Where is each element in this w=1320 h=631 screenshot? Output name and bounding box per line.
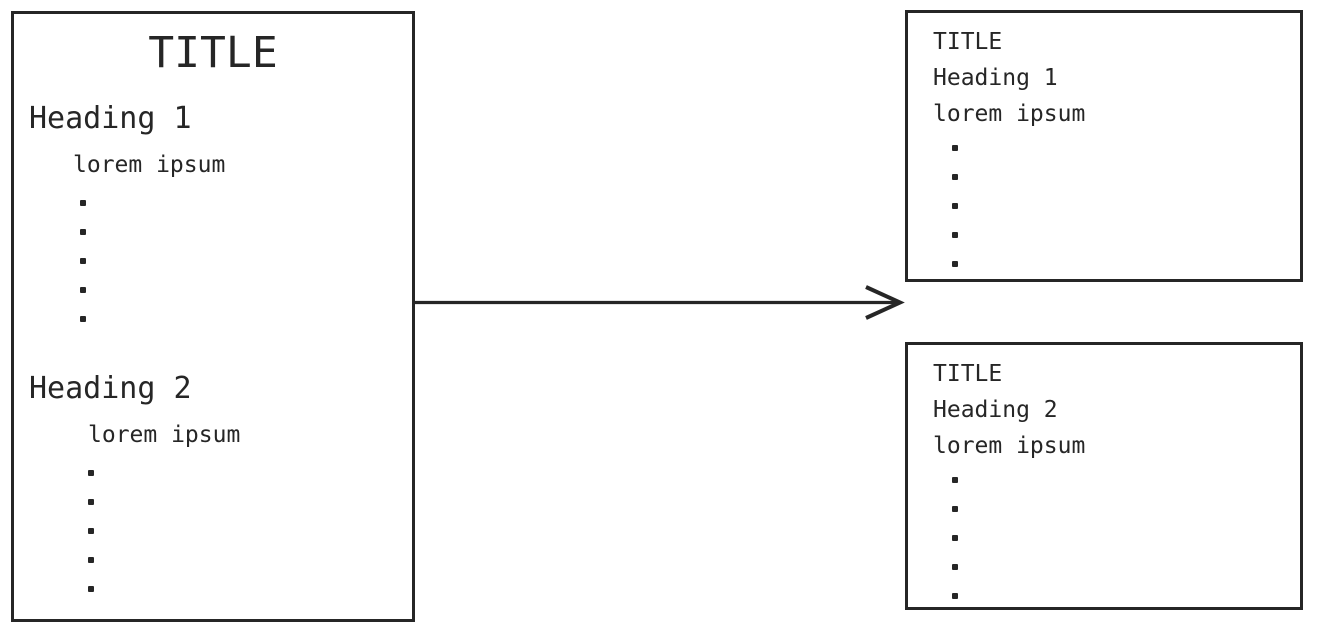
bullet-dot-icon	[952, 174, 958, 180]
arrow-head	[865, 285, 905, 320]
bullet-dot-icon	[80, 316, 86, 322]
chunk-1-line-heading: Heading 1	[933, 65, 1058, 91]
bullet-dot-icon	[952, 203, 958, 209]
bullet-dot-icon	[952, 506, 958, 512]
source-bullet-list-2	[88, 470, 94, 615]
source-heading-1: Heading 1	[29, 101, 192, 136]
chunk-1-line-title: TITLE	[933, 29, 1003, 55]
source-body-2: lorem ipsum	[88, 422, 241, 448]
source-document-box: TITLE Heading 1 lorem ipsum Heading 2 lo…	[11, 11, 415, 622]
source-document-title: TITLE	[148, 28, 278, 78]
bullet-dot-icon	[88, 499, 94, 505]
chunk-document-1-box: TITLE Heading 1 lorem ipsum	[905, 10, 1303, 282]
source-body-1: lorem ipsum	[73, 152, 226, 178]
source-heading-2: Heading 2	[29, 371, 192, 406]
chunk-2-line-heading: Heading 2	[933, 397, 1058, 423]
chunk-2-line-body: lorem ipsum	[933, 433, 1086, 459]
bullet-dot-icon	[80, 287, 86, 293]
chunk-1-line-body: lorem ipsum	[933, 101, 1086, 127]
bullet-dot-icon	[952, 261, 958, 267]
chunk-1-bullet-list	[952, 145, 958, 290]
bullet-dot-icon	[88, 528, 94, 534]
bullet-dot-icon	[952, 232, 958, 238]
bullet-dot-icon	[952, 145, 958, 151]
bullet-dot-icon	[952, 535, 958, 541]
chunk-2-line-title: TITLE	[933, 361, 1003, 387]
chunk-document-2-box: TITLE Heading 2 lorem ipsum	[905, 342, 1303, 610]
bullet-dot-icon	[80, 258, 86, 264]
bullet-dot-icon	[952, 477, 958, 483]
chunk-2-bullet-list	[952, 477, 958, 622]
bullet-dot-icon	[88, 586, 94, 592]
source-bullet-list-1	[80, 200, 86, 345]
bullet-dot-icon	[80, 200, 86, 206]
bullet-dot-icon	[952, 593, 958, 599]
bullet-dot-icon	[952, 564, 958, 570]
bullet-dot-icon	[80, 229, 86, 235]
bullet-dot-icon	[88, 470, 94, 476]
bullet-dot-icon	[88, 557, 94, 563]
transform-arrow-icon	[413, 285, 905, 320]
